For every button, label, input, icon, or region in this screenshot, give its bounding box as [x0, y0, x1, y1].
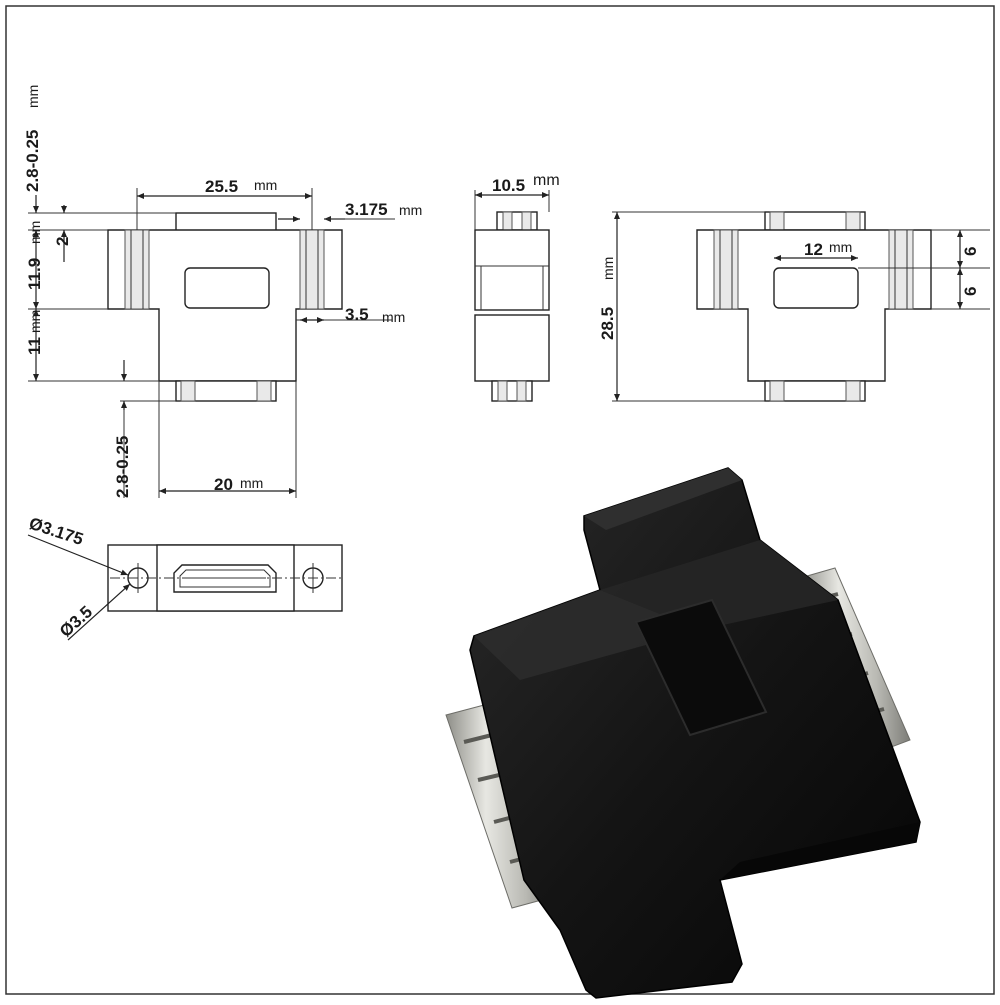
flange-height-dimension: 11.9: [25, 258, 44, 290]
offset-unit: mm: [382, 309, 405, 325]
offset-dimension: 3.5: [345, 305, 369, 324]
lower-height-unit: mm: [27, 310, 43, 333]
rear-bottom-connector: [764, 380, 866, 402]
bottom-height-dimension: 2.8-0.25: [113, 436, 132, 498]
hole-diameter-a-label: Ø3.175: [27, 514, 86, 549]
hole-size-dimension: 3.175: [345, 200, 388, 219]
side-view: 10.5 mm: [474, 172, 560, 402]
depth-dimension: 10.5: [492, 176, 525, 195]
top-height-dimension: 2.8-0.25: [23, 130, 42, 192]
depth-unit: mm: [533, 172, 560, 189]
height-dimension: 28.5: [598, 307, 617, 340]
flange-height-unit: mm: [27, 221, 43, 244]
top-height-unit: mm: [25, 85, 41, 108]
top-view: Ø3.175 Ø3.5: [27, 514, 343, 641]
width-dimension: 25.5: [205, 177, 238, 196]
port-width-unit: mm: [829, 239, 852, 255]
rear-right-screw-column: [888, 229, 914, 310]
port-offset-top-dimension: 6: [961, 247, 980, 256]
hdmi-adapter-photo: [445, 467, 921, 999]
port-width-dimension: 12: [804, 240, 823, 259]
hole-diameter-b-label: Ø3.5: [56, 602, 96, 641]
photo-port-recess: [634, 598, 768, 737]
lower-height-dimension: 11: [25, 337, 44, 355]
front-view: 25.5 mm 3.175 mm 3.5 mm 2.8-0.25 mm 2 11…: [23, 85, 422, 498]
rear-view: 28.5 mm 12 mm 6 6: [598, 211, 990, 402]
front-right-screw-column: [299, 229, 325, 310]
rear-left-screw-column: [713, 229, 739, 310]
sheet-frame: [5, 5, 995, 995]
hole-size-unit: mm: [399, 202, 422, 218]
front-bottom-connector: [175, 380, 277, 402]
front-left-screw-column: [124, 229, 150, 310]
width-unit: mm: [254, 177, 277, 193]
front-port-opening: [184, 267, 270, 309]
lower-width-unit: mm: [240, 475, 263, 491]
height-unit: mm: [600, 257, 616, 280]
step-dimension: 2: [53, 237, 72, 246]
rear-port-opening: [773, 267, 859, 309]
side-lower-body: [474, 314, 550, 382]
port-offset-bottom-dimension: 6: [961, 287, 980, 296]
side-upper-body: [474, 229, 550, 311]
front-top-tab: [175, 212, 277, 232]
lower-width-dimension: 20: [214, 475, 233, 494]
